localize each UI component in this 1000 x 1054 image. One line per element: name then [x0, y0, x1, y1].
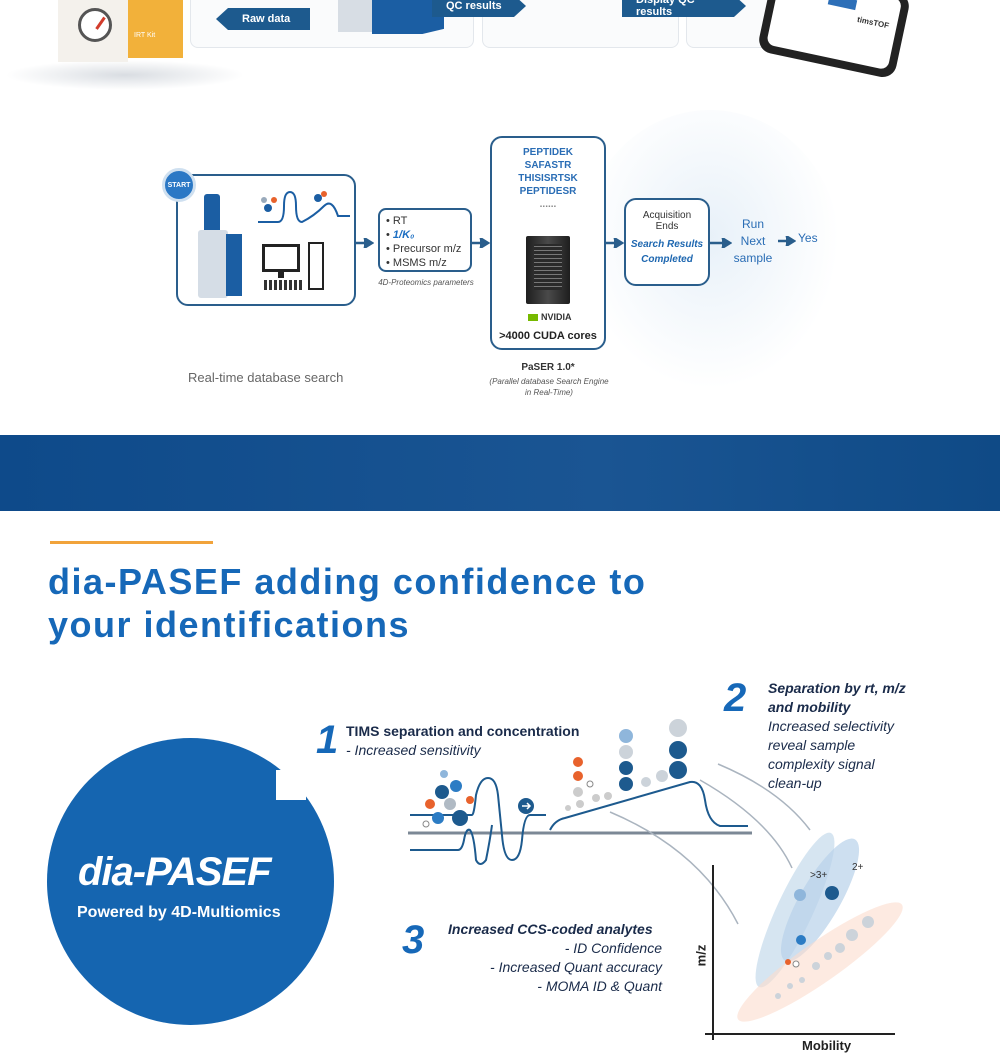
flow-arrow-5: [778, 233, 797, 251]
blue-banner: [0, 435, 1000, 511]
instrument-icon: [338, 0, 372, 32]
flow-arrow-4: [710, 235, 733, 253]
acq-result: Search Results Completed: [630, 239, 704, 265]
step-2-number: 2: [724, 676, 747, 720]
paser-caption: (Parallel database Search Engine in Real…: [489, 377, 609, 397]
flow-arrow-2: [472, 235, 491, 253]
params-box: • RT • 1/K₀ • Precursor m/z • MSMS m/z: [378, 208, 472, 272]
param-item: • Precursor m/z: [386, 243, 462, 255]
acq-line1: Acquisition: [642, 210, 692, 221]
diagram-caption: Real-time database search: [188, 370, 344, 385]
acquisition-box: Acquisition Ends Search Results Complete…: [624, 198, 710, 286]
step-3-title: Increased CCS-coded analytes: [448, 921, 653, 937]
kit-label: IRT Kit: [134, 32, 156, 39]
top-strip: IRT Kit Raw data QC results Display QC r…: [0, 0, 1000, 110]
start-badge: START: [162, 168, 196, 202]
logo-notch: [276, 770, 306, 800]
peptide-item: PEPTIDESR: [519, 186, 577, 197]
flow-arrow-3: [606, 235, 625, 253]
phone-icon: timsTOF: [756, 0, 912, 80]
raw-data-tag: Raw data: [216, 8, 310, 30]
brain-background: [580, 110, 840, 390]
charge-label-2plus: 2+: [852, 862, 864, 873]
params-caption: 4D-Proteomics parameters: [378, 278, 474, 287]
param-item: • MSMS m/z: [386, 257, 447, 269]
page-title: dia-PASEF adding confidence to your iden…: [48, 560, 668, 646]
step-1-text: - Increased sensitivity: [346, 742, 481, 758]
step-3-number: 3: [402, 918, 425, 962]
computer-icon: [262, 242, 328, 294]
axis-y-label: m/z: [693, 944, 709, 967]
mass-spec-icon: [196, 194, 244, 298]
axis-x-label: Mobility: [802, 1038, 852, 1053]
dia-pasef-schematic: [400, 700, 920, 1049]
peptide-item: PEPTIDEK: [522, 147, 573, 158]
title-line-1: dia-PASEF adding confidence to: [48, 561, 647, 602]
param-item: • 1/K₀: [386, 229, 415, 241]
ion-mobility-icon: [258, 186, 350, 232]
peptide-item: THISISRTSK: [518, 173, 578, 184]
yes-label: Yes: [798, 231, 818, 245]
peptide-item: SAFASTR: [524, 160, 572, 171]
gauge-icon: [78, 8, 112, 42]
display-qc-tag: Display QC results: [622, 0, 746, 17]
irt-kit-box: IRT Kit: [0, 0, 250, 100]
charge-label-3plus: >3+: [810, 870, 828, 881]
logo-subtitle: Powered by 4D-Multiomics: [77, 904, 281, 921]
realtime-search-diagram: START • RT • 1/K₀ • Precursor m/z • MSMS…: [0, 110, 1000, 435]
title-line-2: your identifications: [48, 604, 411, 645]
accent-line: [50, 541, 213, 544]
qc-results-tag: QC results: [432, 0, 526, 17]
nvidia-logo: NVIDIA: [528, 312, 572, 322]
paser-title: PaSER 1.0*: [521, 362, 575, 373]
gpu-server-icon: [526, 236, 570, 304]
nvidia-icon: [528, 314, 538, 322]
peptide-list: PEPTIDEK SAFASTR THISISRTSK PEPTIDESR ..…: [490, 146, 606, 211]
flow-arrow-1: [356, 235, 375, 250]
cuda-label: >4000 CUDA cores: [499, 330, 597, 342]
step-1-number: 1: [316, 718, 339, 762]
acq-line2: Ends: [655, 221, 679, 232]
param-item: • RT: [386, 215, 408, 227]
step-1-title: TIMS separation and concentration: [346, 723, 580, 739]
start-label: START: [167, 181, 191, 189]
step-3-text: - ID Confidence- Increased Quant accurac…: [490, 940, 662, 994]
logo-title: dia-PASEF: [78, 850, 272, 894]
peptide-dots: ......: [539, 199, 557, 210]
